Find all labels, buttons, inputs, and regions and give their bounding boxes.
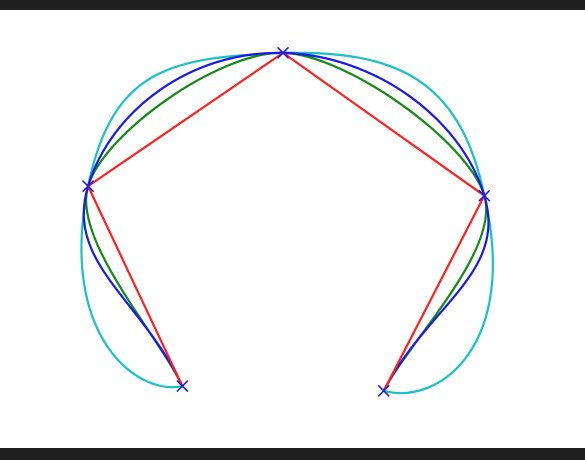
control-point-marker [478, 189, 491, 202]
plot-canvas [0, 10, 585, 448]
top-bar [0, 0, 585, 10]
green-curve-series [85, 51, 488, 392]
blue-curve-series [82, 51, 490, 392]
bottom-bar [0, 448, 585, 460]
curve-plot [80, 47, 494, 397]
control-point-marker [82, 180, 94, 192]
control-point-marker [277, 47, 289, 59]
red-polyline-series [86, 51, 486, 392]
control-point-marker [377, 385, 390, 397]
control-point-marker [176, 380, 189, 392]
